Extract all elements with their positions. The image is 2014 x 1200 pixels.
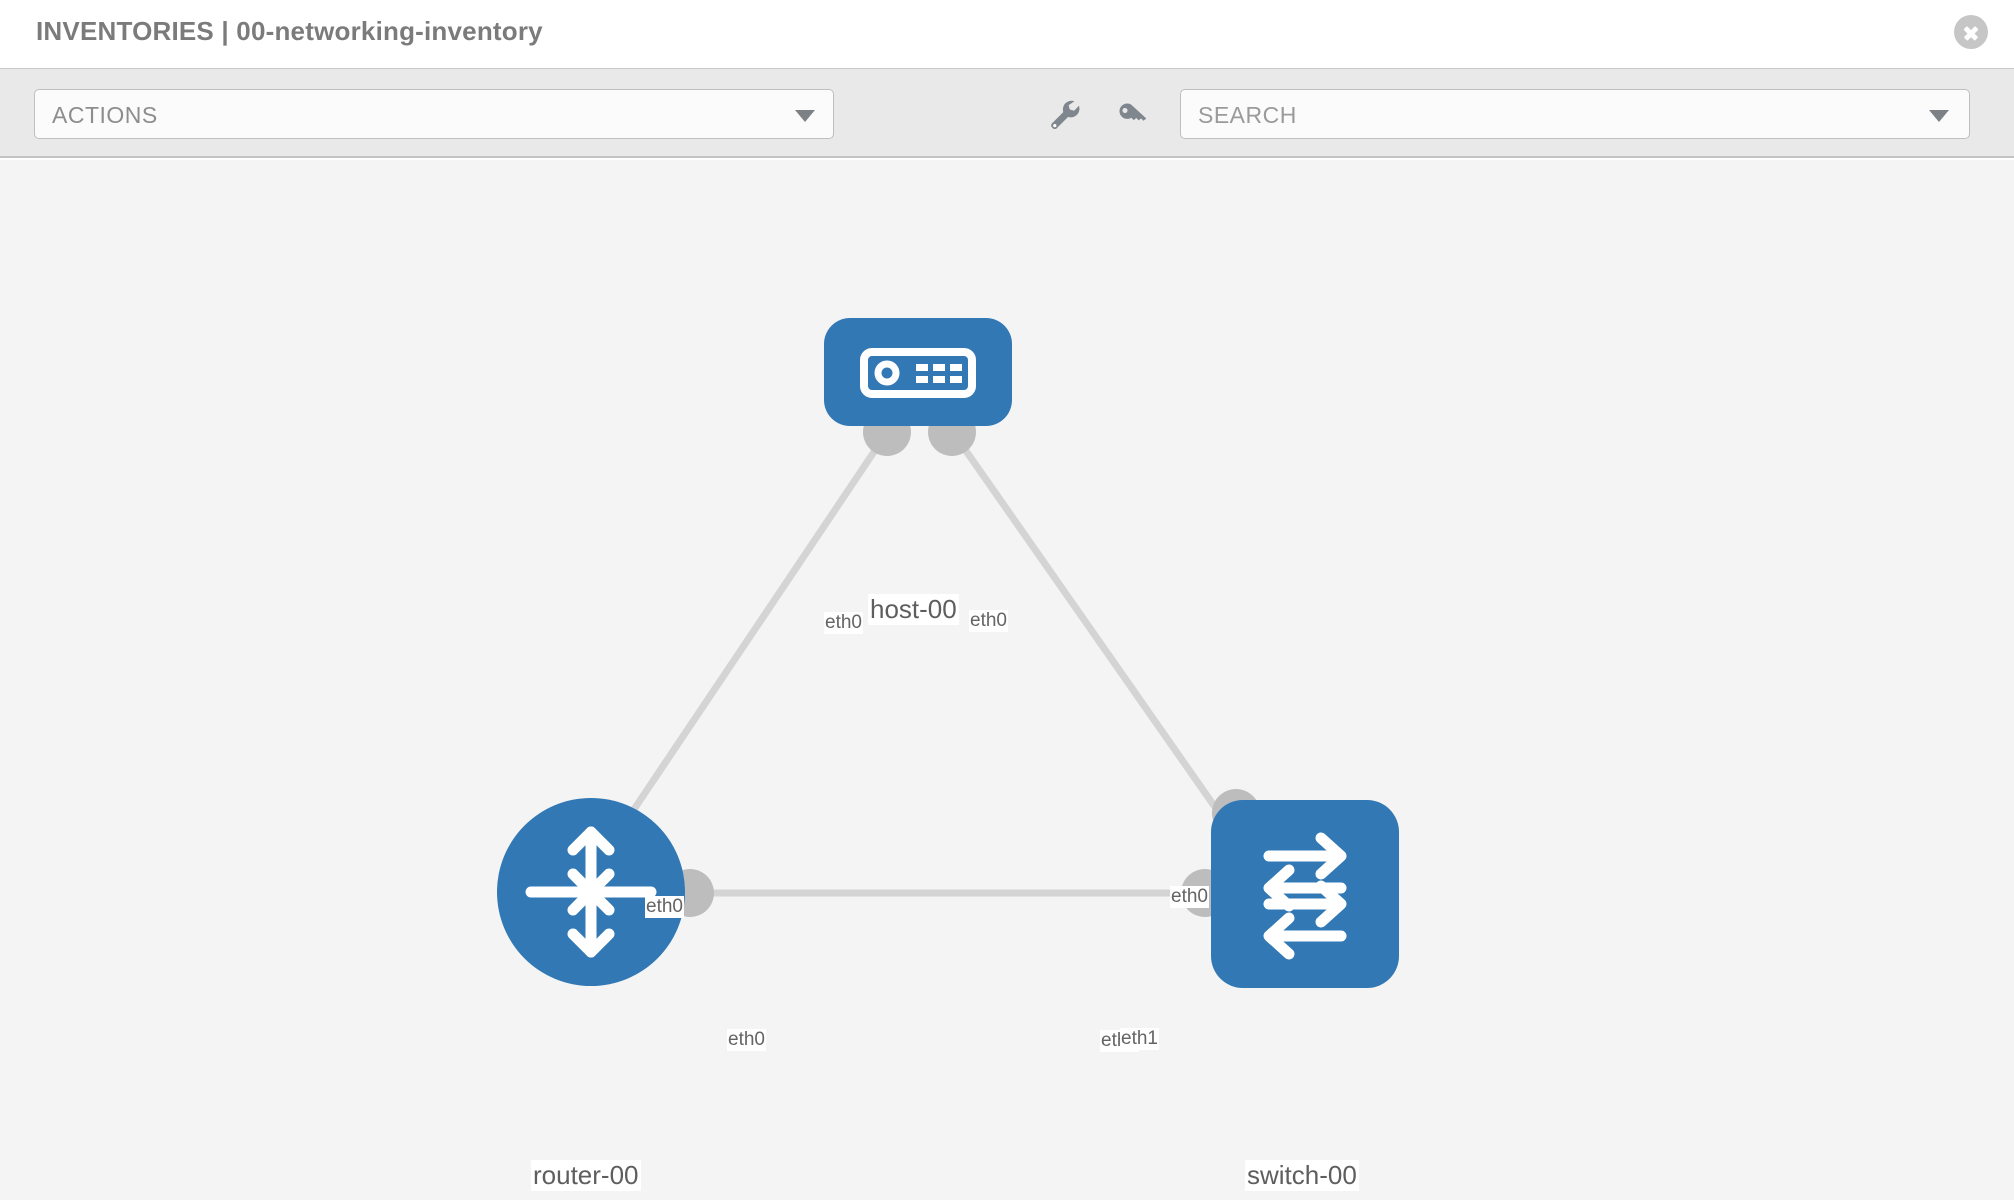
topology-node-host-00[interactable] <box>824 318 1012 426</box>
toolbar: ACTIONS SEARCH <box>0 68 2014 158</box>
link-host-router[interactable] <box>597 426 893 862</box>
actions-dropdown-label: ACTIONS <box>52 102 158 128</box>
link-host-switch[interactable] <box>947 425 1248 853</box>
chevron-down-icon <box>795 110 815 122</box>
interface-label-host-left: eth0 <box>824 612 863 634</box>
close-icon[interactable] <box>1954 15 1988 49</box>
key-icon[interactable] <box>1113 97 1149 133</box>
node-label-switch-00: switch-00 <box>1245 1160 1359 1191</box>
bidirectional-arrows-icon <box>1263 832 1347 960</box>
actions-dropdown[interactable]: ACTIONS <box>34 89 834 139</box>
node-label-host-00: host-00 <box>868 594 959 625</box>
search-placeholder: SEARCH <box>1198 102 1297 128</box>
interface-label-router-right: eth0 <box>727 1029 766 1051</box>
topology-links <box>597 408 1260 917</box>
topology-node-router-00[interactable] <box>497 798 685 986</box>
server-device-icon <box>860 348 976 398</box>
interface-label-router-up: eth0 <box>645 896 684 918</box>
interface-label-switch-up: eth0 <box>1170 886 1209 908</box>
interface-label-host-right: eth0 <box>969 610 1008 632</box>
wrench-icon[interactable] <box>1047 97 1083 133</box>
topology-canvas[interactable]: host-00 router-00 switch-00 eth0 eth0 et… <box>0 160 2014 1200</box>
node-label-router-00: router-00 <box>531 1160 641 1191</box>
chevron-down-icon <box>1929 110 1949 122</box>
search-input[interactable]: SEARCH <box>1180 89 1970 139</box>
page-title: INVENTORIES | 00-networking-inventory <box>36 16 543 46</box>
four-way-arrows-icon <box>525 826 657 958</box>
topology-node-switch-00[interactable] <box>1211 800 1399 988</box>
interface-label-switch-left-eth1: eth1 <box>1120 1028 1159 1050</box>
page-header: INVENTORIES | 00-networking-inventory <box>0 0 2014 68</box>
